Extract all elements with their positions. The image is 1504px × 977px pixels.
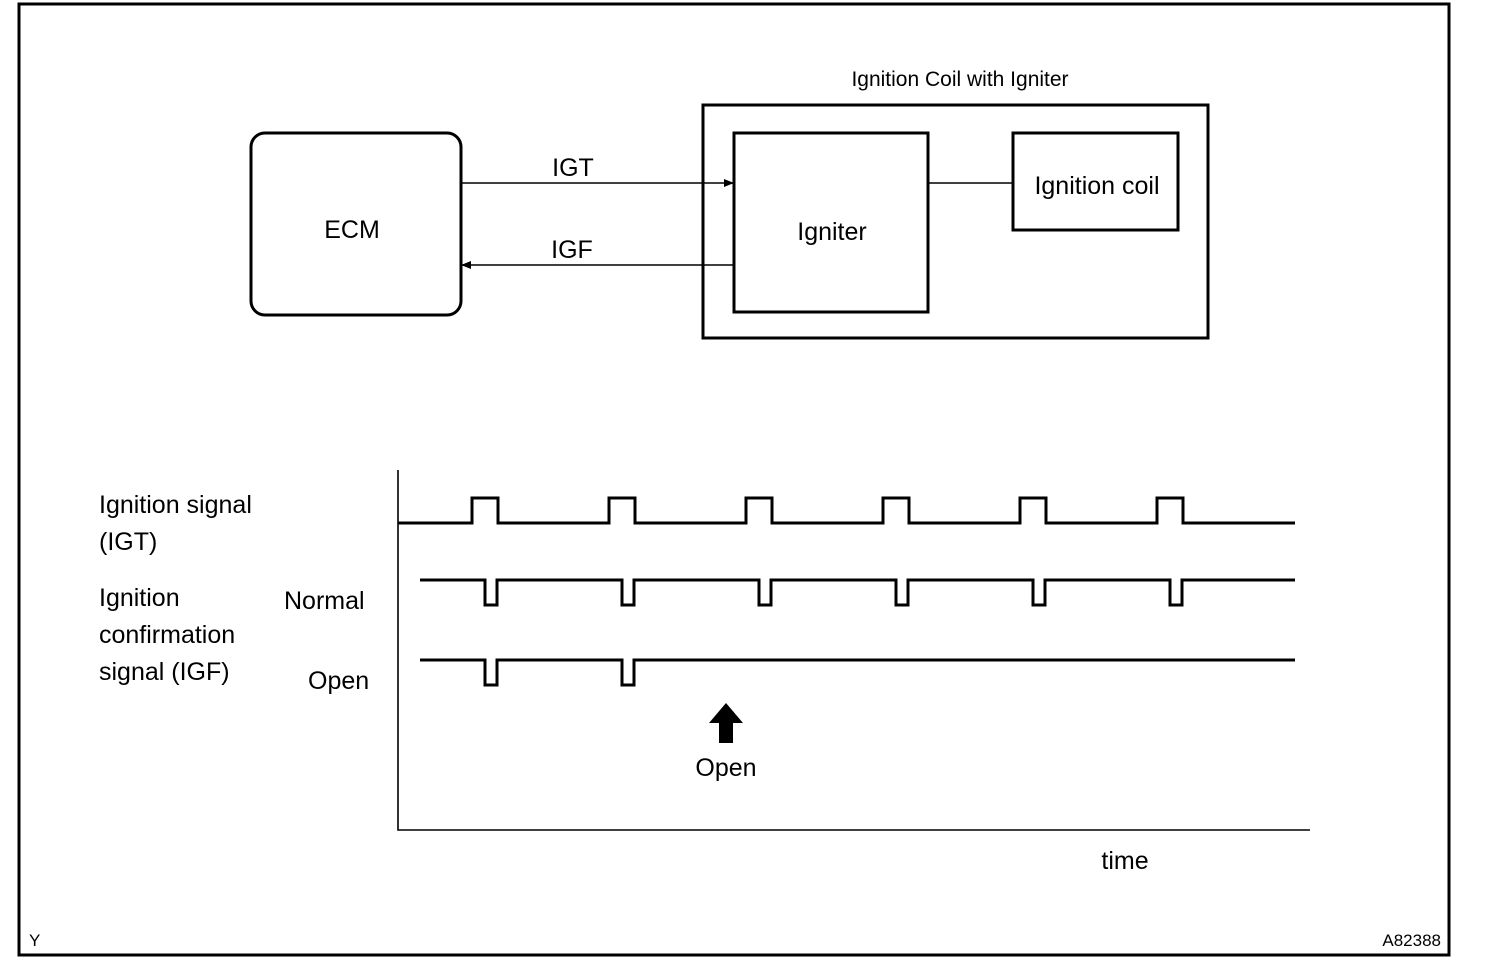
open-indicator-arrow-icon [709,703,743,743]
igt-row-label-line1: Ignition signal [99,491,252,519]
igniter-label: Igniter [797,218,866,246]
chart-axes [397,470,1310,831]
igf-open-waveform [420,658,1295,687]
igt-label: IGT [552,154,594,182]
x-axis-label: time [1101,847,1148,875]
corner-left-code: Y [29,931,40,950]
ignition-coil-with-igniter-box [701,103,1210,340]
igf-row-label-line2: confirmation [99,621,235,649]
ecm-box [249,131,463,317]
igniter-box [732,131,930,314]
igf-label: IGF [551,236,593,264]
corner-right-code: A82388 [1382,931,1441,950]
block-diagram: Ignition Coil with Igniter ECM Igniter I… [249,68,1210,340]
ignition-coil-label: Ignition coil [1034,172,1159,200]
open-label: Open [308,667,369,695]
igf-row-label-line3: signal (IGF) [99,658,230,686]
igt-waveform [398,496,1295,525]
module-title: Ignition Coil with Igniter [851,68,1068,91]
normal-label: Normal [284,587,365,615]
igf-row-label-line1: Ignition [99,584,180,612]
ignition-coil-box [1011,131,1180,232]
open-arrow-label: Open [695,754,756,782]
igt-row-label-line2: (IGT) [99,528,157,556]
timing-chart: Ignition signal (IGT) Ignition confirmat… [99,470,1310,875]
ecm-label: ECM [324,216,380,244]
page-frame [17,2,1451,957]
igf-normal-waveform [420,578,1295,607]
